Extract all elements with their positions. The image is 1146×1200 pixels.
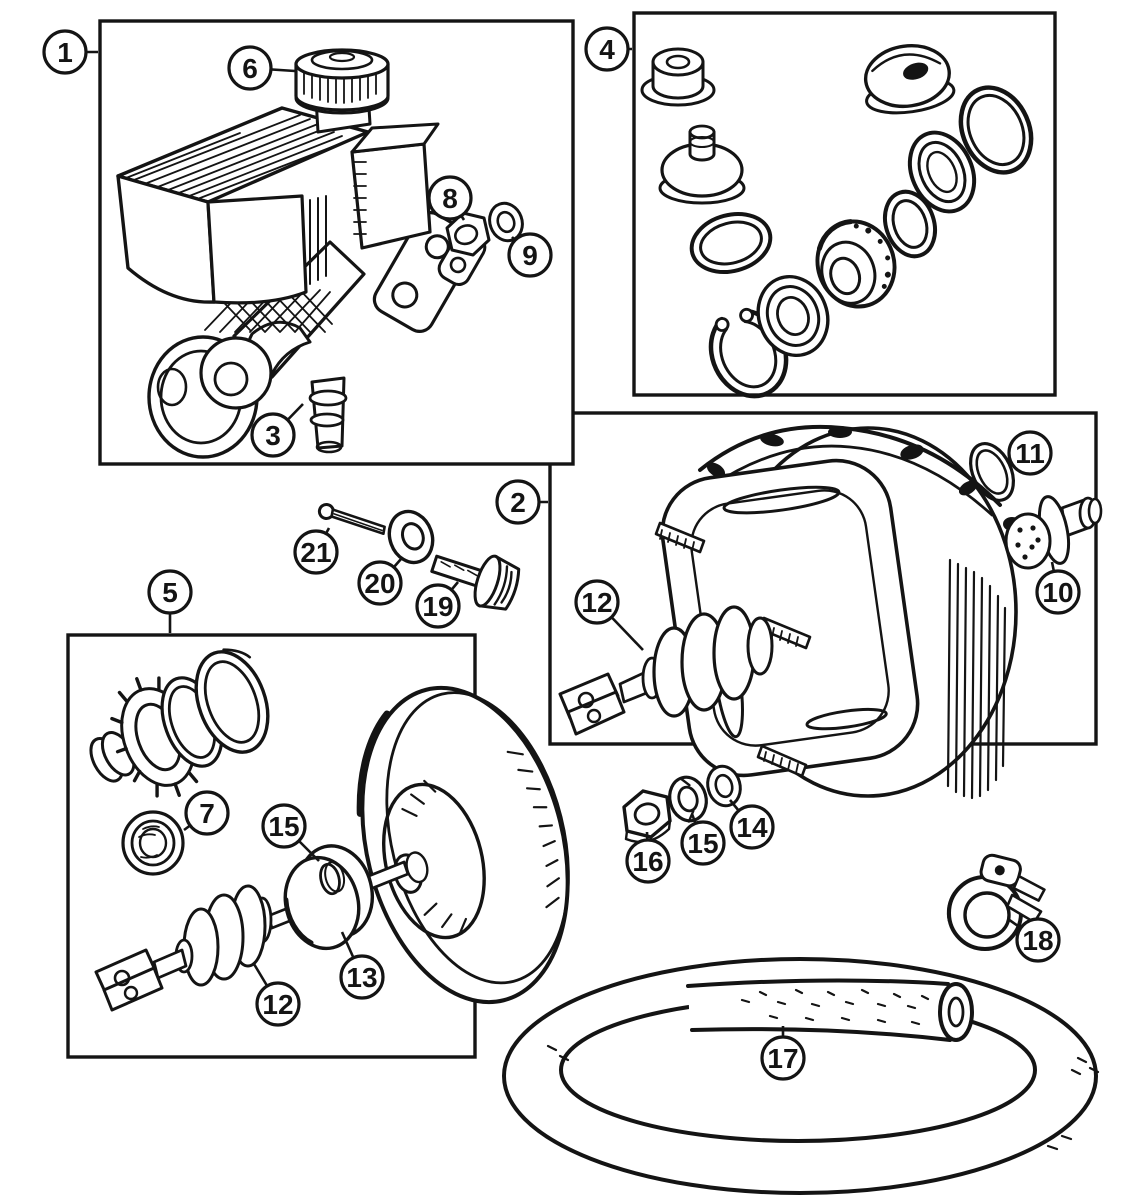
callout-2: 2 [495,479,548,525]
callout-balloon [261,803,307,849]
callout-balloon [584,26,630,72]
callout-balloon [357,560,403,606]
callout-number: 12 [581,587,612,618]
callout-number: 20 [364,568,395,599]
callout-balloon [1007,430,1053,476]
callout-number: 11 [1015,438,1045,469]
callout-number: 10 [1042,577,1073,608]
callout-balloon [1035,569,1081,615]
callout-number: 14 [736,812,768,843]
callout-18: 18 [1007,917,1061,963]
brake-servo-illustration [558,424,1103,800]
callout-number: 6 [242,53,258,84]
callout-balloon [625,838,671,884]
mounting-nut [445,211,491,257]
callout-balloon [415,583,461,629]
callout-1: 1 [42,29,98,75]
callout-number: 5 [162,577,178,608]
callout-number: 2 [510,487,526,518]
callout-number: 21 [300,537,331,568]
master-cylinder-illustration [116,48,524,459]
callout-balloon [339,954,385,1000]
callout-balloon [255,981,301,1027]
callout-number: 19 [422,591,453,622]
callout-19: 19 [415,581,461,629]
callout-number: 9 [522,240,538,271]
callout-number: 15 [268,811,299,842]
callout-balloon [147,569,193,615]
callout-10: 10 [1035,561,1081,615]
callout-balloon [1015,917,1061,963]
callout-3: 3 [250,403,304,458]
master-cylinder-repair-kit-illustration [640,44,1034,399]
callout-12: 12 [574,579,644,651]
hose-clamp-illustration [946,853,1046,951]
callout-5: 5 [147,569,193,633]
callout-6: 6 [227,45,296,91]
callout-number: 7 [199,798,215,829]
callout-number: 16 [632,846,663,877]
callout-balloon [495,479,541,525]
stud-washers-nut-illustration [622,744,808,847]
callout-13: 13 [339,931,385,1000]
callout-15: 15 [261,803,320,862]
callout-balloon [760,1035,806,1081]
callout-balloon [729,804,775,850]
callout-9: 9 [507,232,553,278]
callout-number: 13 [346,962,377,993]
callout-balloon [42,29,88,75]
callout-4: 4 [584,26,632,72]
callout-16: 16 [625,831,671,884]
callout-balloon [507,232,553,278]
clevis-pin-washer-bolt-illustration [317,502,521,611]
callout-balloon [184,790,230,836]
spring-washer [488,201,524,243]
callout-number: 18 [1022,925,1053,956]
callout-balloon [680,820,726,866]
callout-balloon [427,175,473,221]
callout-21: 21 [293,527,339,575]
callout-balloon [574,579,620,625]
callout-14: 14 [728,799,775,850]
callout-number: 3 [265,420,281,451]
callout-8: 8 [427,175,473,221]
callout-balloon [227,45,273,91]
callout-20: 20 [357,558,403,606]
callout-number: 15 [687,828,718,859]
callout-number: 12 [262,989,293,1020]
servo-repair-kit-illustration [89,648,570,1012]
callout-balloon [250,412,296,458]
callout-number: 4 [599,34,615,65]
callout-15: 15 [680,813,726,866]
callout-12: 12 [252,963,301,1027]
callout-number: 8 [442,183,458,214]
callout-number: 1 [57,37,73,68]
vacuum-hose-illustration [502,957,1100,1195]
callout-balloon [293,529,339,575]
callout-11: 11 [1007,430,1053,476]
callout-17: 17 [760,1026,806,1081]
callout-7: 7 [183,790,230,836]
callout-number: 17 [767,1043,798,1074]
